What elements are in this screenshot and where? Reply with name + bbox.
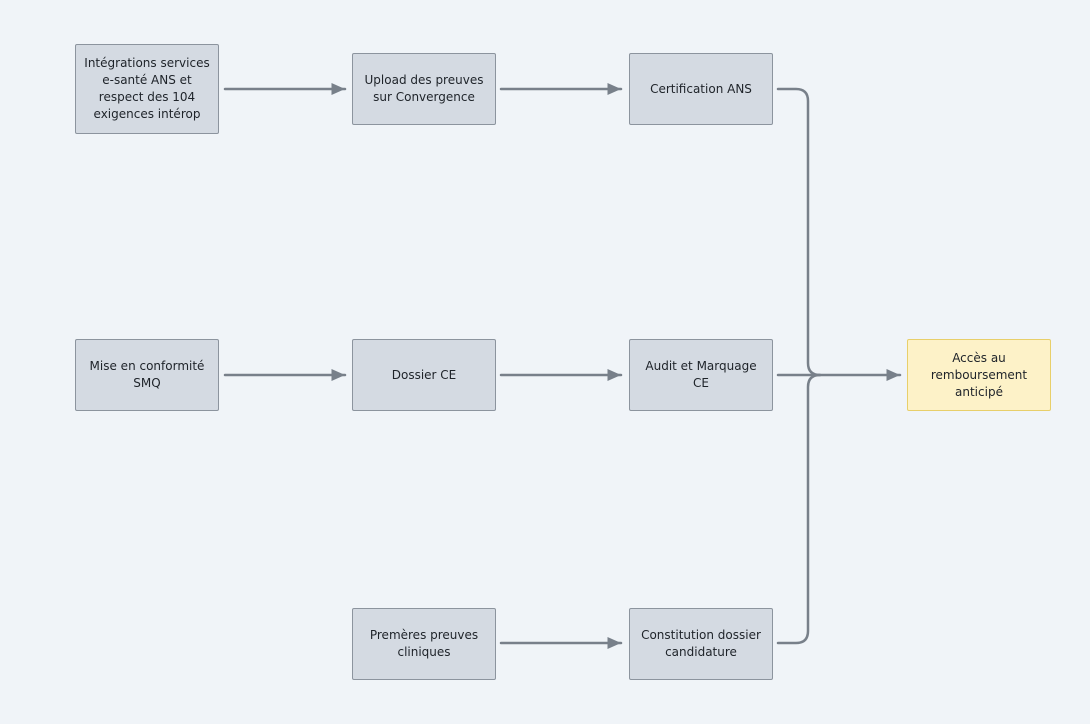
node-preuves-label: Premères preuves cliniques <box>369 628 479 659</box>
connector-constitution-merge <box>776 373 822 645</box>
node-dossier-ce: Dossier CE <box>352 339 496 411</box>
node-integrations: Intégrations services e-santé ANS et res… <box>75 44 219 134</box>
connector-certification-merge <box>776 87 822 377</box>
node-acces-label: Accès au remboursement anticipé <box>930 350 1028 399</box>
node-smq-label: Mise en conformité SMQ <box>89 359 205 390</box>
node-preuves: Premères preuves cliniques <box>352 608 496 680</box>
node-audit-label: Audit et Marquage CE <box>645 359 757 390</box>
node-smq: Mise en conformité SMQ <box>75 339 219 411</box>
node-certification-label: Certification ANS <box>650 81 752 96</box>
node-audit: Audit et Marquage CE <box>629 339 773 411</box>
node-constitution: Constitution dossier candidature <box>629 608 773 680</box>
node-upload: Upload des preuves sur Convergence <box>352 53 496 125</box>
node-integrations-label: Intégrations services e-santé ANS et res… <box>84 56 210 121</box>
node-upload-label: Upload des preuves sur Convergence <box>364 73 484 104</box>
node-acces: Accès au remboursement anticipé <box>907 339 1051 411</box>
node-dossier-ce-label: Dossier CE <box>391 367 457 382</box>
node-constitution-label: Constitution dossier candidature <box>641 628 761 659</box>
node-certification: Certification ANS <box>629 53 773 125</box>
